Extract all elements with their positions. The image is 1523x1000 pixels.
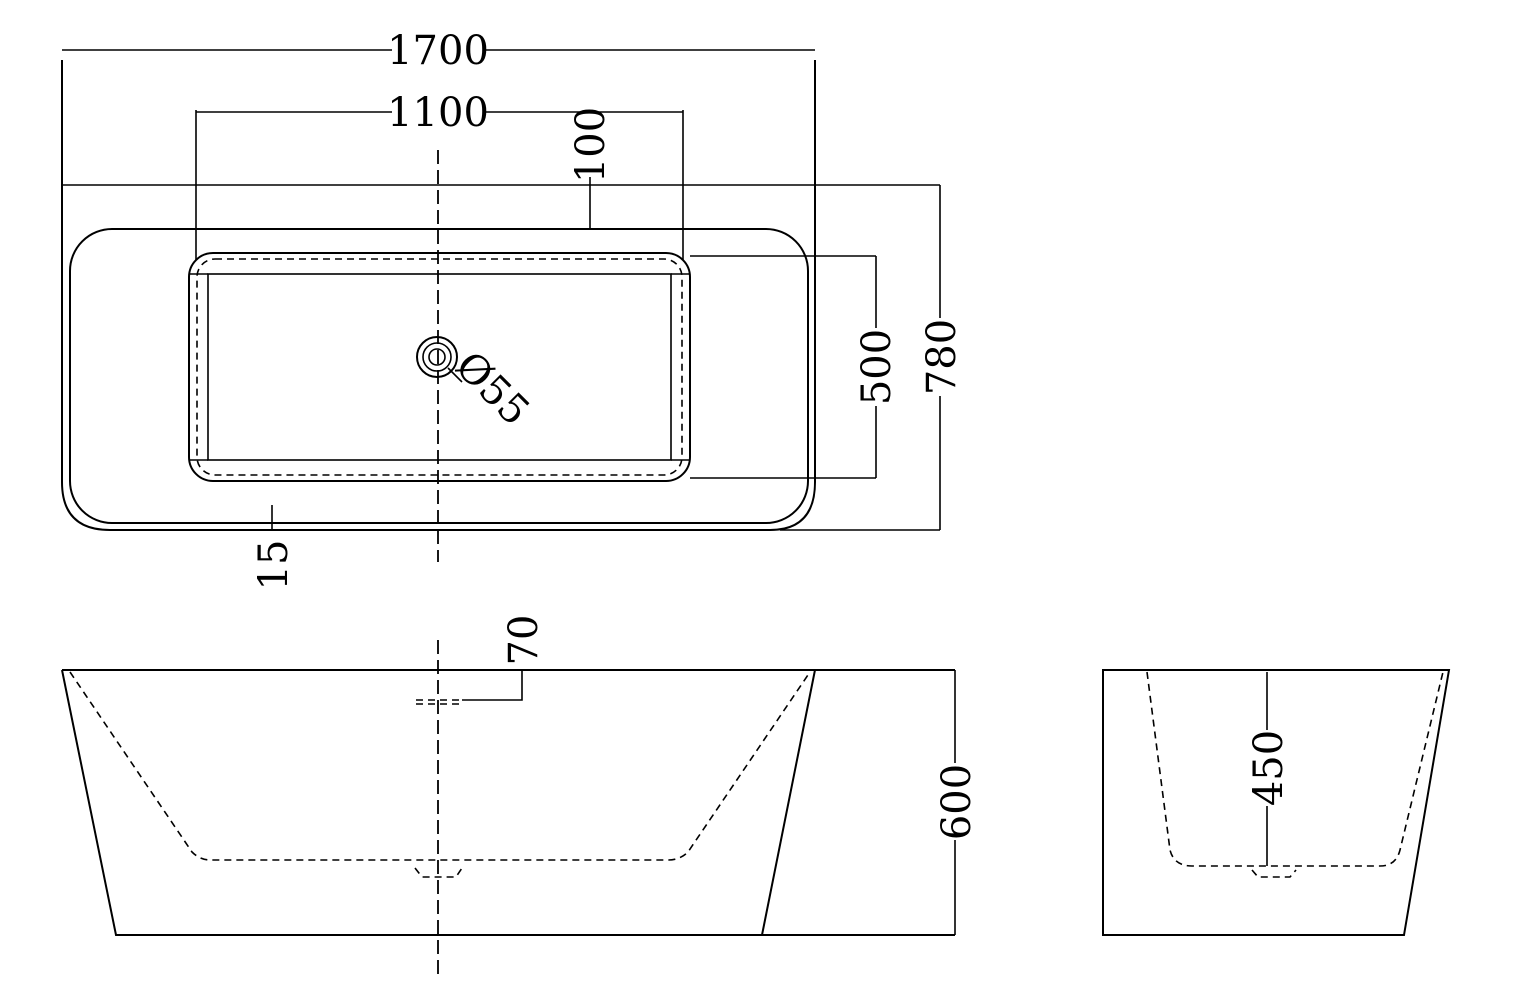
dim-inner-width: 500 [854, 329, 900, 405]
side-inner-dashed [1146, 671, 1444, 867]
front-drain-dashed [414, 867, 463, 878]
dim-inner-length: 1100 [387, 90, 489, 136]
dim-overall-length: 1700 [387, 28, 489, 74]
front-view: 70 600 [61, 615, 980, 975]
tub-outer-outline [61, 60, 816, 531]
drain-inner [428, 348, 446, 366]
dim-inner-depth: 450 [1246, 730, 1292, 806]
top-view: 1700 1100 100 500 780 15 Ø55 [61, 28, 965, 591]
dim-overall-height: 600 [934, 764, 980, 840]
dim-rim-offset: 100 [568, 107, 614, 183]
dim-drain-diameter: Ø55 [446, 343, 538, 435]
drain-leader [447, 367, 463, 383]
dim-overall-width: 780 [919, 319, 965, 395]
drain-outer [416, 336, 458, 378]
side-drain-dashed [1251, 869, 1297, 878]
drain-middle [422, 342, 452, 372]
side-outer-outline [1102, 669, 1451, 936]
basin-dashed-outline [196, 258, 683, 476]
basin-outline [188, 252, 691, 482]
basin-floor [207, 273, 672, 461]
tub-rim-inner [69, 228, 809, 524]
dim-wall-thickness: 15 [251, 540, 297, 591]
front-inner-dashed [69, 671, 811, 861]
dim-line-70 [462, 670, 523, 701]
front-outer-outline [61, 669, 955, 936]
dim-overflow-offset: 70 [501, 615, 547, 666]
side-view: 450 [1102, 669, 1451, 936]
